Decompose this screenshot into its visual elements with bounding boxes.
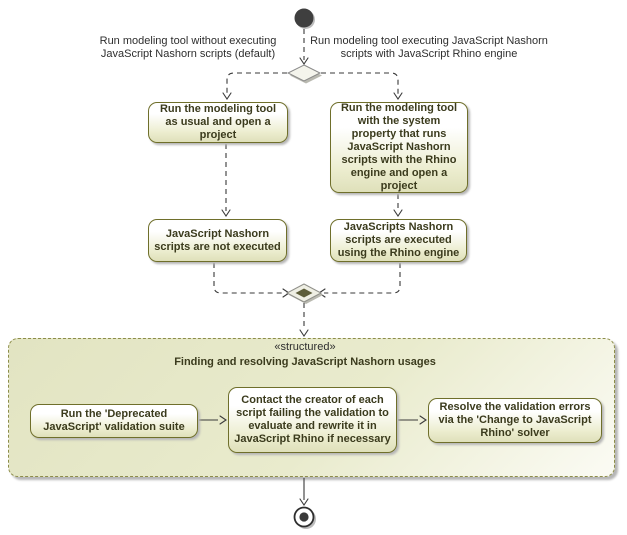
activity-label: Contact the creator of each script faili… (234, 394, 391, 445)
arrow-down-icon (221, 209, 231, 217)
activity-label: JavaScripts Nashorn scripts are executed… (337, 221, 460, 259)
arrow-down-icon (299, 329, 309, 337)
guard-label-default-branch: Run modeling tool without executing Java… (99, 35, 277, 60)
activity-label: Resolve the validation errors via the 'C… (438, 401, 592, 439)
final-node-inner (299, 512, 309, 522)
decision-node[interactable] (286, 64, 322, 84)
flow-not-executed-to-merge[interactable] (213, 263, 290, 298)
structured-region-title: Finding and resolving JavaScript Nashorn… (174, 356, 436, 368)
activity-contact-creator[interactable]: Contact the creator of each script faili… (228, 387, 397, 453)
activity-label: JavaScript Nashorn scripts are not execu… (154, 227, 281, 253)
flow-line (226, 72, 287, 94)
initial-node[interactable] (294, 8, 316, 30)
flow-merge-to-region[interactable] (299, 303, 309, 337)
final-node[interactable] (293, 506, 317, 530)
flow-run-usual-to-not-executed[interactable] (221, 144, 231, 217)
decision-diamond (286, 64, 322, 82)
arrow-down-icon (393, 92, 403, 100)
flow-region-to-final[interactable] (299, 478, 309, 506)
activity-label: Run the 'Deprecated JavaScript' validati… (43, 408, 185, 433)
activity-run-usual[interactable]: Run the modeling tool as usual and open … (148, 102, 288, 143)
merge-diamond-inner (295, 288, 313, 298)
flow-rhino-executed-to-merge[interactable] (318, 263, 401, 298)
flow-contact-to-resolve[interactable] (398, 415, 427, 425)
arrow-down-icon (393, 209, 403, 217)
activity-run-with-property[interactable]: Run the modeling tool with the system pr… (330, 102, 468, 193)
arrow-right-icon (419, 415, 427, 425)
activity-resolve-solver[interactable]: Resolve the validation errors via the 'C… (428, 398, 602, 443)
flow-decision-to-run-usual[interactable] (222, 72, 287, 100)
activity-label: Run the modeling tool as usual and open … (159, 103, 277, 141)
arrow-right-icon (219, 415, 227, 425)
flow-line (324, 263, 401, 294)
activity-validation-suite[interactable]: Run the 'Deprecated JavaScript' validati… (30, 404, 198, 438)
flow-line (321, 72, 399, 94)
flow-line (213, 263, 284, 294)
flow-validation-to-contact[interactable] (199, 415, 227, 425)
flow-initial-to-decision[interactable] (299, 29, 309, 65)
initial-node-circle (294, 8, 314, 28)
arrow-down-icon (299, 498, 309, 506)
arrow-down-icon (222, 92, 232, 100)
arrow-down-icon (299, 57, 309, 65)
activity-label: Run the modeling tool with the system pr… (340, 102, 458, 192)
flow-decision-to-run-with-property[interactable] (321, 72, 403, 100)
merge-node[interactable] (285, 283, 323, 304)
flow-run-with-property-to-rhino-executed[interactable] (393, 194, 403, 217)
activity-not-executed[interactable]: JavaScript Nashorn scripts are not execu… (148, 219, 287, 262)
guard-label-rhino-branch: Run modeling tool executing JavaScript N… (310, 35, 548, 60)
activity-rhino-executed[interactable]: JavaScripts Nashorn scripts are executed… (330, 219, 467, 262)
structured-region-stereotype: «structured» (274, 341, 336, 353)
